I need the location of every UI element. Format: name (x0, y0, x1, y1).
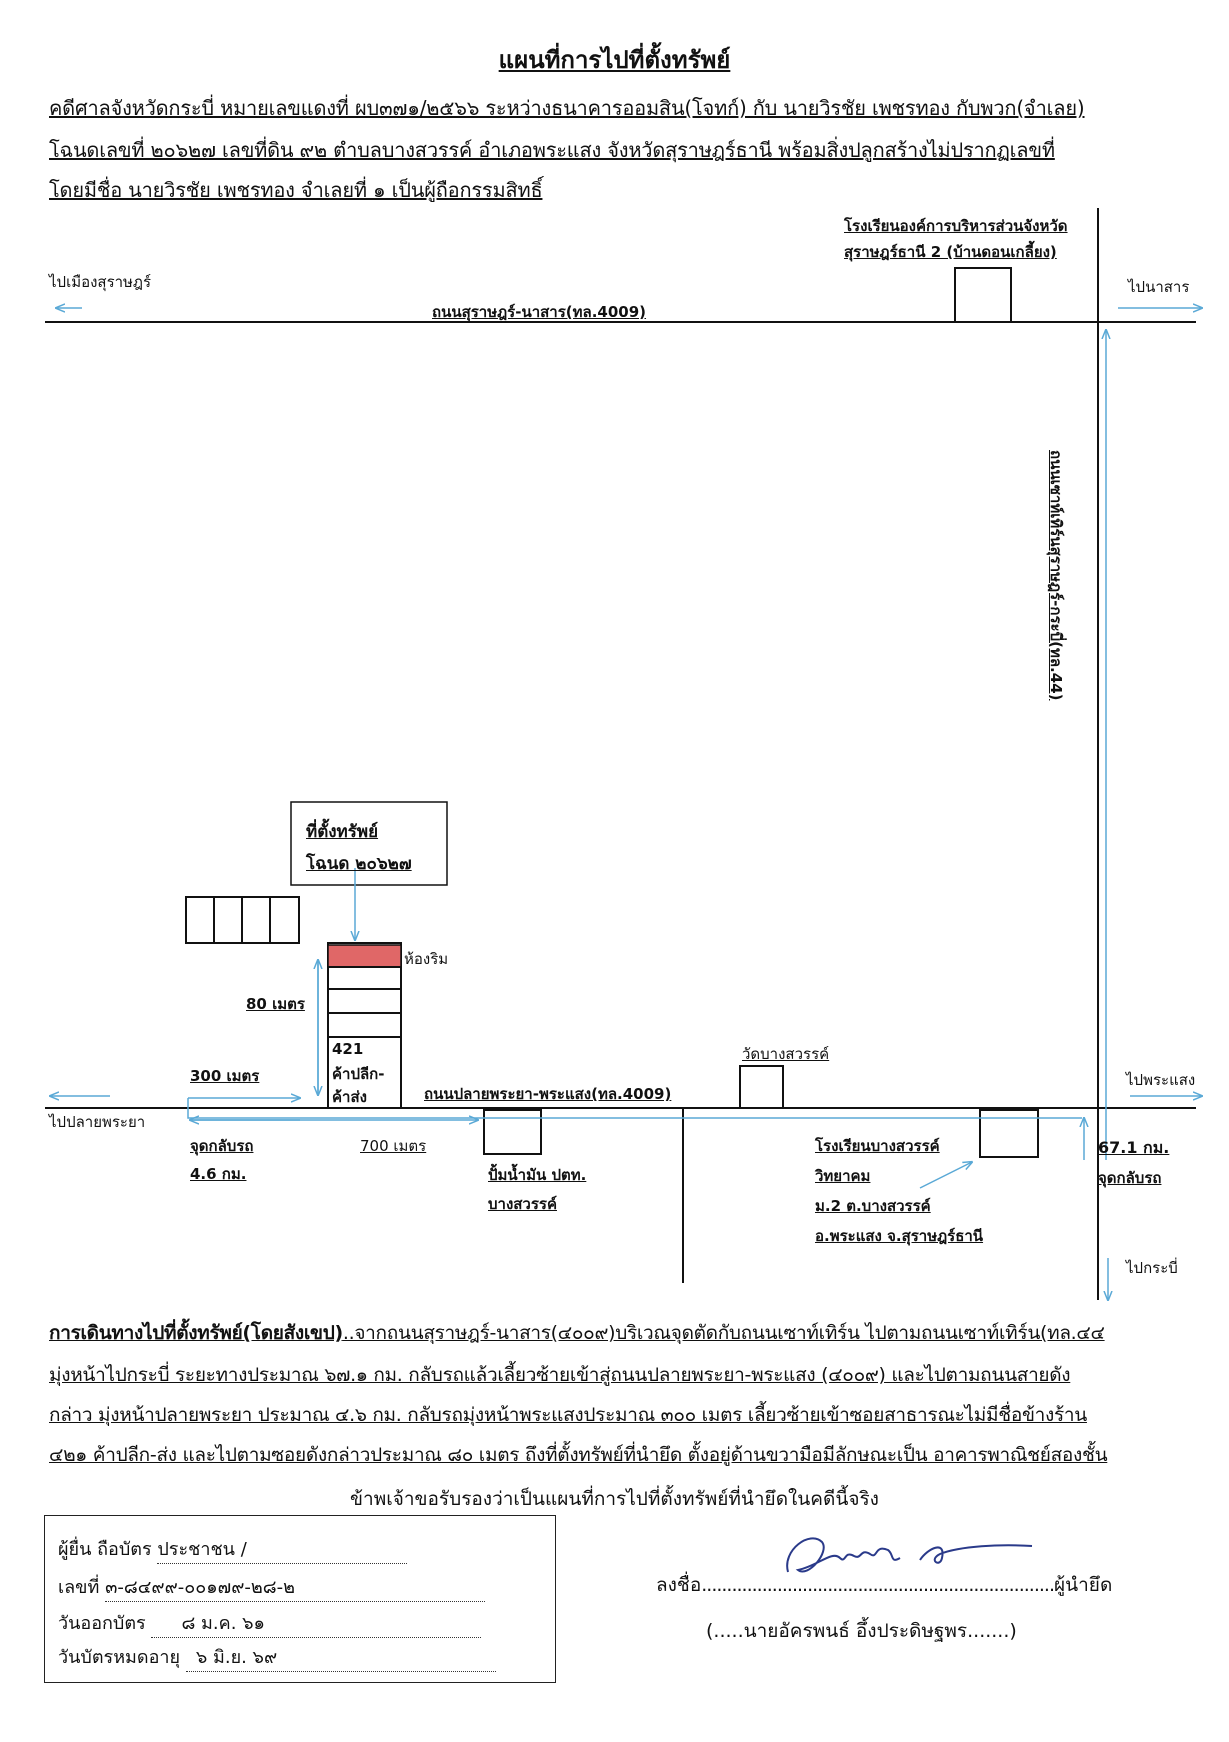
sign-dots: ........................................… (701, 1574, 1055, 1596)
sign-prefix: ลงชื่อ (656, 1574, 702, 1596)
property-corner-room (327, 944, 402, 968)
distance-700m-label: 700 เมตร (360, 1137, 427, 1155)
signer-name: (.....นายอัครพนธ์ อึ้งประดิษฐพร.......) (706, 1620, 1017, 1642)
directions-heading: การเดินทางไปที่ตั้งทรัพย์(โดยสังเขป) (49, 1322, 343, 1344)
certification-text: ข้าพเจ้าขอรับรองว่าเป็นแผนที่การไปที่ตั้… (350, 1488, 879, 1510)
gas-station-label-2: บางสวรรค์ (488, 1195, 557, 1213)
route-uturn-left (187, 1098, 1082, 1119)
temple-building (739, 1065, 784, 1109)
directions-line-2: มุ่งหน้าไปกระบี่ ระยะทางประมาณ ๖๗.๑ กม. … (49, 1364, 1071, 1386)
school-bottom-building (979, 1109, 1039, 1158)
temple-label: วัดบางสวรรค์ (742, 1045, 830, 1063)
property-building (327, 942, 402, 1109)
owner-line: โดยมีชื่อ นายวิรชัย เพชรทอง จำเลยที่ ๑ เ… (49, 178, 543, 202)
school-bottom-label-2: วิทยาคม (815, 1167, 871, 1185)
shop-label-3: ค้าส่ง (332, 1088, 367, 1106)
sign-role: ผู้นำยึด (1054, 1574, 1113, 1596)
id-number-label: เลขที่ (58, 1577, 100, 1598)
id-expiry-label: วันบัตรหมดอายุ (58, 1647, 181, 1668)
to-krabi-label: ไปกระบี่ (1126, 1259, 1178, 1277)
gas-station-building (483, 1109, 542, 1155)
school-bottom-label-4: อ.พระแสง จ.สุราษฎร์ธานี (815, 1227, 984, 1245)
id-issue-row: วันออกบัตร ๘ ม.ค. ๖๑ (58, 1608, 482, 1638)
road-top-label: ถนนสุราษฎร์-นาสาร(ทล.4009) (432, 303, 647, 321)
directions-line-3: กล่าว มุ่งหน้าปลายพระยา ประมาณ ๔.๖ กม. ก… (49, 1404, 1087, 1426)
id-number-row: เลขที่ ๓-๘๔๙๙-๐๐๑๗๙-๒๘-๒ (58, 1572, 486, 1602)
to-phrasaeng-label: ไปพระแสง (1126, 1071, 1196, 1089)
to-surat-label: ไปเมืองสุราษฎร์ (49, 273, 152, 291)
distance-300m-label: 300 เมตร (190, 1067, 260, 1085)
gas-station-label-1: ปั้มน้ำมัน ปตท. (488, 1166, 587, 1184)
id-expiry-row: วันบัตรหมดอายุ ๖ มิ.ย. ๖๙ (58, 1642, 496, 1672)
property-label-box (290, 801, 448, 886)
location-map (45, 208, 1229, 1320)
to-plaiphraya-label: ไปปลายพระยา (49, 1113, 146, 1131)
deed-line: โฉนดเลขที่ ๒๐๖๒๗ เลขที่ดิน ๙๒ ตำบลบางสวร… (49, 138, 1055, 162)
school-top-building (954, 267, 1012, 323)
arrow-school-pointer (919, 1162, 972, 1189)
directions-text-1: ..จากถนนสุราษฎร์-นาสาร(๔๐๐๙)บริเวณจุดตัด… (342, 1322, 1105, 1344)
id-applicant-label: ผู้ยื่น ถือบัตร (58, 1539, 152, 1560)
school-top-label-1: โรงเรียนองค์การบริหารส่วนจังหวัด (844, 217, 1068, 235)
uturn-right-label-2: จุดกลับรถ (1098, 1169, 1162, 1187)
uturn-right-label-1: 67.1 กม. (1098, 1138, 1170, 1157)
id-number-value: ๓-๘๔๙๙-๐๐๑๗๙-๒๘-๒ (105, 1572, 486, 1602)
uturn-left-label-2: 4.6 กม. (190, 1165, 247, 1183)
page-title: แผนที่การไปที่ตั้งทรัพย์ (498, 46, 731, 74)
corner-room-label: ห้องริม (404, 950, 449, 968)
shop-label-1: 421 (332, 1040, 364, 1058)
property-label-1: ที่ตั้งทรัพย์ (306, 822, 379, 842)
id-expiry-value: ๖ มิ.ย. ๖๙ (185, 1642, 496, 1672)
signature-mark (786, 1537, 1033, 1573)
road-bottom-label: ถนนปลายพระยา-พระแสง(ทล.4009) (424, 1085, 672, 1103)
distance-80m-label: 80 เมตร (246, 995, 305, 1013)
road-vertical-label: ถนนเซาท์เทิร์นสุราษฎร์-กระบี่(ทล.44) (1047, 450, 1065, 701)
property-label-2: โฉนด ๒๐๖๒๗ (306, 854, 412, 874)
to-nasan-label: ไปนาสาร (1128, 278, 1190, 296)
school-bottom-label-3: ม.2 ต.บางสวรรค์ (815, 1197, 931, 1215)
signature-line: ลงชื่อ..................................… (656, 1570, 1112, 1600)
uturn-left-label-1: จุดกลับรถ (190, 1137, 254, 1155)
school-bottom-label-1: โรงเรียนบางสวรรค์ (815, 1137, 940, 1155)
school-top-label-2: สุราษฎร์ธานี 2 (บ้านดอนเกลี้ยง) (844, 243, 1057, 261)
directions-line-1: การเดินทางไปที่ตั้งทรัพย์(โดยสังเขป)..จา… (49, 1318, 1105, 1348)
case-line: คดีศาลจังหวัดกระบี่ หมายเลขแดงที่ ผบ๓๗๑/… (49, 96, 1085, 120)
id-issue-value: ๘ ม.ค. ๖๑ (151, 1608, 482, 1638)
id-applicant-value: ประชาชน / (157, 1534, 408, 1564)
id-issue-label: วันออกบัตร (58, 1613, 146, 1634)
id-applicant-row: ผู้ยื่น ถือบัตร ประชาชน / (58, 1534, 408, 1564)
id-card-box (44, 1515, 556, 1683)
directions-line-4: ๔๒๑ ค้าปลีก-ส่ง และไปตามซอยดังกล่าวประมา… (49, 1444, 1108, 1466)
shop-label-2: ค้าปลีก- (332, 1065, 385, 1083)
